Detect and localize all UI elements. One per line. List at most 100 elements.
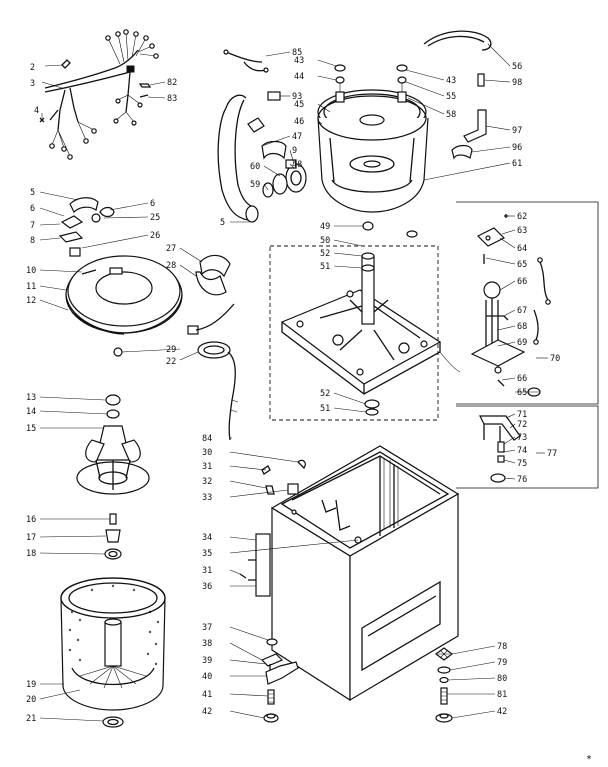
callout-label: 29	[166, 345, 176, 355]
callout-label: 72	[517, 420, 527, 430]
callout-label: 20	[26, 695, 36, 705]
callout-label: 3	[30, 79, 35, 89]
callout-label: 73	[517, 433, 527, 443]
callout-label: 26	[150, 231, 160, 241]
callout-label: 6	[30, 204, 35, 214]
callout-label: 16	[26, 515, 36, 525]
callout-label: 6	[150, 199, 155, 209]
callout-label: 36	[202, 582, 212, 592]
callout-label: 35	[202, 549, 212, 559]
callout-label: 60	[250, 162, 260, 172]
callout-label: 98	[512, 78, 522, 88]
callout-label: 18	[26, 549, 36, 559]
callout-label: 56	[512, 62, 522, 72]
callout-label: 17	[26, 533, 36, 543]
callout-label: 42	[497, 707, 507, 717]
callout-label: 96	[512, 143, 522, 153]
callout-label: 67	[517, 306, 527, 316]
callout-label: 15	[26, 424, 36, 434]
callout-label: 32	[202, 477, 212, 487]
callout-label: 51	[320, 404, 330, 414]
callout-label: 13	[26, 393, 36, 403]
callout-label: 39	[202, 656, 212, 666]
callout-label: 84	[202, 434, 212, 444]
callout-label: 46	[294, 117, 304, 127]
callout-label: 38	[202, 639, 212, 649]
callout-label: 9	[292, 146, 297, 156]
callout-label: 25	[150, 213, 160, 223]
callout-label: 30	[202, 448, 212, 458]
callout-label: 41	[202, 690, 212, 700]
callout-label: 97	[512, 126, 522, 136]
callout-label: 19	[26, 680, 36, 690]
callout-label: 4	[34, 106, 39, 116]
drain-hose	[217, 49, 281, 223]
callout-label: 14	[26, 407, 36, 417]
callout-label: 68	[517, 322, 527, 332]
callout-label: 44	[294, 72, 304, 82]
tub-ring	[65, 255, 183, 335]
callout-label: 7	[30, 221, 35, 231]
fill-hose	[406, 30, 492, 238]
brake-assembly	[456, 201, 599, 405]
callout-label: 40	[202, 672, 212, 682]
callout-label: 65	[517, 388, 527, 398]
callout-label: 37	[202, 623, 212, 633]
callout-label: 64	[517, 244, 527, 254]
callout-label: 93	[292, 92, 302, 102]
callout-label: 81	[497, 690, 507, 700]
callout-label: 55	[446, 92, 456, 102]
callout-label: 61	[512, 159, 522, 169]
callout-label: 62	[517, 212, 527, 222]
cabinet	[239, 445, 460, 702]
pump-coupling	[261, 140, 307, 198]
callout-label: 43	[446, 76, 456, 86]
callout-label: 69	[517, 338, 527, 348]
callout-label: 83	[167, 94, 177, 104]
callout-label: 58	[446, 110, 456, 120]
cam-assembly	[456, 405, 599, 489]
callout-label: 50	[320, 236, 330, 246]
callout-label: 71	[517, 410, 527, 420]
callout-label: 70	[550, 354, 560, 364]
callout-label: 42	[202, 707, 212, 717]
callout-label: 59	[250, 180, 260, 190]
callout-label: 31	[202, 462, 212, 472]
callout-label: 75	[517, 459, 527, 469]
callout-label: 63	[517, 226, 527, 236]
callout-label: 80	[497, 674, 507, 684]
callout-label: 51	[320, 262, 330, 272]
callout-label: 10	[26, 266, 36, 276]
callout-label: 77	[547, 449, 557, 459]
callout-label: 82	[167, 78, 177, 88]
callout-label: 21	[26, 714, 36, 724]
callout-label: 33	[202, 493, 212, 503]
callout-label: 5	[30, 188, 35, 198]
callout-label: 45	[294, 100, 304, 110]
callout-label: 52	[320, 389, 330, 399]
callout-label: 49	[320, 222, 330, 232]
callout-labels: 2 3 4 5 6 6 7 25 8 26 27 28 10 11 12 29 …	[26, 48, 560, 724]
callout-label: 66	[517, 277, 527, 287]
transmission-base	[269, 221, 461, 421]
callout-label: 22	[166, 357, 176, 367]
callout-label: 76	[517, 475, 527, 485]
callout-label: 48	[292, 160, 302, 170]
callout-label: 85	[292, 48, 302, 58]
outer-tub	[317, 64, 429, 213]
callout-label: 65	[517, 260, 527, 270]
callout-label: 43	[294, 56, 304, 66]
callout-label: 66	[517, 374, 527, 384]
callout-label: 47	[292, 132, 302, 142]
drive-bell	[104, 513, 122, 560]
callout-label: 8	[30, 236, 35, 246]
leader-lines	[39, 43, 548, 722]
callout-label: 79	[497, 658, 507, 668]
splash-shield	[195, 254, 231, 296]
spin-basket	[60, 577, 166, 728]
leveling-feet-left	[260, 638, 299, 723]
leveling-feet-right	[435, 647, 453, 723]
agitator	[76, 394, 150, 495]
callout-label: 52	[320, 249, 330, 259]
